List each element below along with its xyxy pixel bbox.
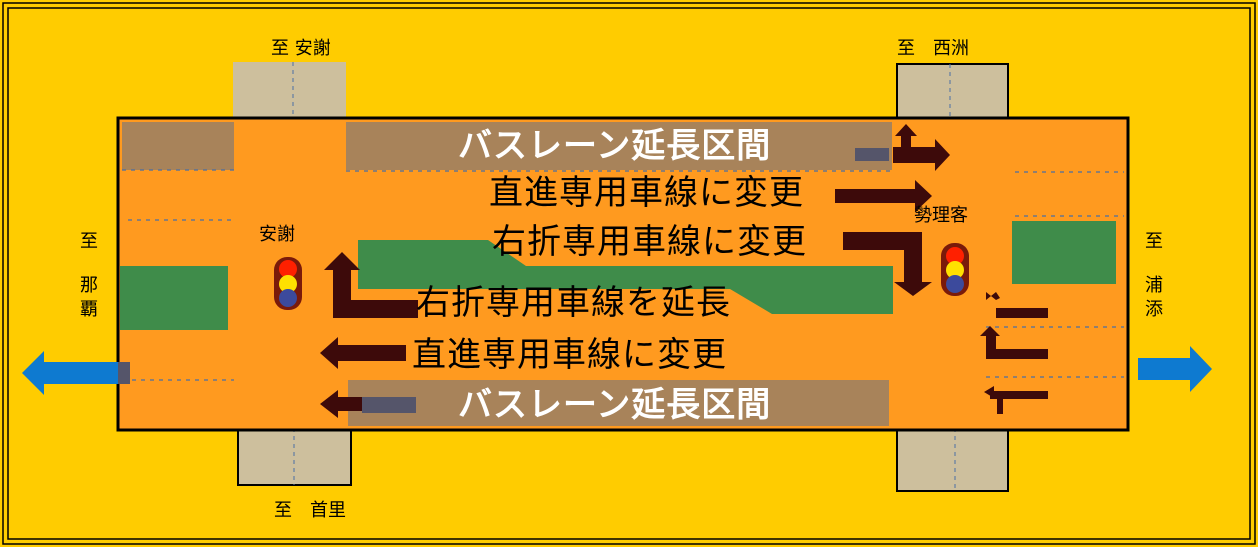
- side-road-ajana: [233, 62, 346, 120]
- arrow-straight-top-icon: [835, 180, 932, 212]
- arrow-to-naha-icon: [22, 351, 118, 395]
- intersection-ajana: 安謝: [259, 224, 295, 245]
- annotation-straight-bottom: 直進専用車線に変更: [412, 335, 727, 375]
- label-to-urasoe: 至 浦 添: [1144, 230, 1164, 322]
- signal-ajana-icon: [274, 257, 302, 310]
- intersection-serikaku: 勢理客: [914, 205, 968, 226]
- annotation-bus-lane-top: バスレーン延長区間: [458, 126, 772, 166]
- label-to-nishisu: 至 西洲: [897, 38, 969, 59]
- arrow-right-turn-up-icon: [324, 252, 418, 318]
- green-zone-right: [1012, 221, 1116, 284]
- green-zone-left: [120, 266, 228, 330]
- urasoe-char-3: 添: [1145, 299, 1163, 320]
- bus-lane-top: [346, 122, 892, 170]
- urasoe-char-2: 浦: [1145, 275, 1163, 296]
- bus-marker-left: [118, 362, 130, 384]
- bus-lane-top-left: [122, 122, 234, 170]
- arrow-right-lane3b-icon: [990, 392, 1048, 414]
- annotation-right-turn-top: 右折専用車線に変更: [492, 222, 807, 262]
- naha-char-2: 那: [80, 275, 98, 296]
- annotation-right-turn-extend: 右折専用車線を延長: [416, 283, 731, 323]
- side-road-shuri: [237, 427, 352, 486]
- arrow-bus-bottom-icon: [320, 390, 362, 418]
- annotation-bus-lane-bottom: バスレーン延長区間: [458, 385, 772, 425]
- arrow-turn-up-top-icon: [895, 124, 917, 147]
- side-road-south-right: [896, 427, 1009, 492]
- urasoe-char-1: 至: [1145, 231, 1163, 252]
- lane-markings: [122, 169, 1124, 381]
- arrow-right-lane1-icon: [986, 292, 1048, 318]
- label-to-shuri: 至 首里: [274, 500, 346, 521]
- bus-marker-bottom: [362, 397, 416, 413]
- arrow-right-lane2-icon: [980, 326, 1048, 359]
- bus-lane-bottom: [348, 380, 889, 426]
- side-road-nishisu: [896, 63, 1009, 121]
- arrow-to-urasoe-icon: [1138, 346, 1212, 392]
- naha-char-1: 至: [80, 231, 98, 252]
- bus-marker-top: [855, 148, 889, 161]
- label-to-naha: 至 那 覇: [79, 230, 99, 322]
- annotation-straight-top: 直進専用車線に変更: [489, 173, 804, 213]
- arrow-straight-bottom-icon: [320, 337, 406, 369]
- naha-char-3: 覇: [80, 299, 98, 320]
- label-to-ajana: 至 安謝: [271, 38, 331, 59]
- green-zone-median: [358, 240, 893, 314]
- arrow-right-turn-down-icon: [843, 232, 932, 296]
- signal-serikaku-icon: [941, 243, 969, 296]
- inner-frame: [7, 7, 1251, 540]
